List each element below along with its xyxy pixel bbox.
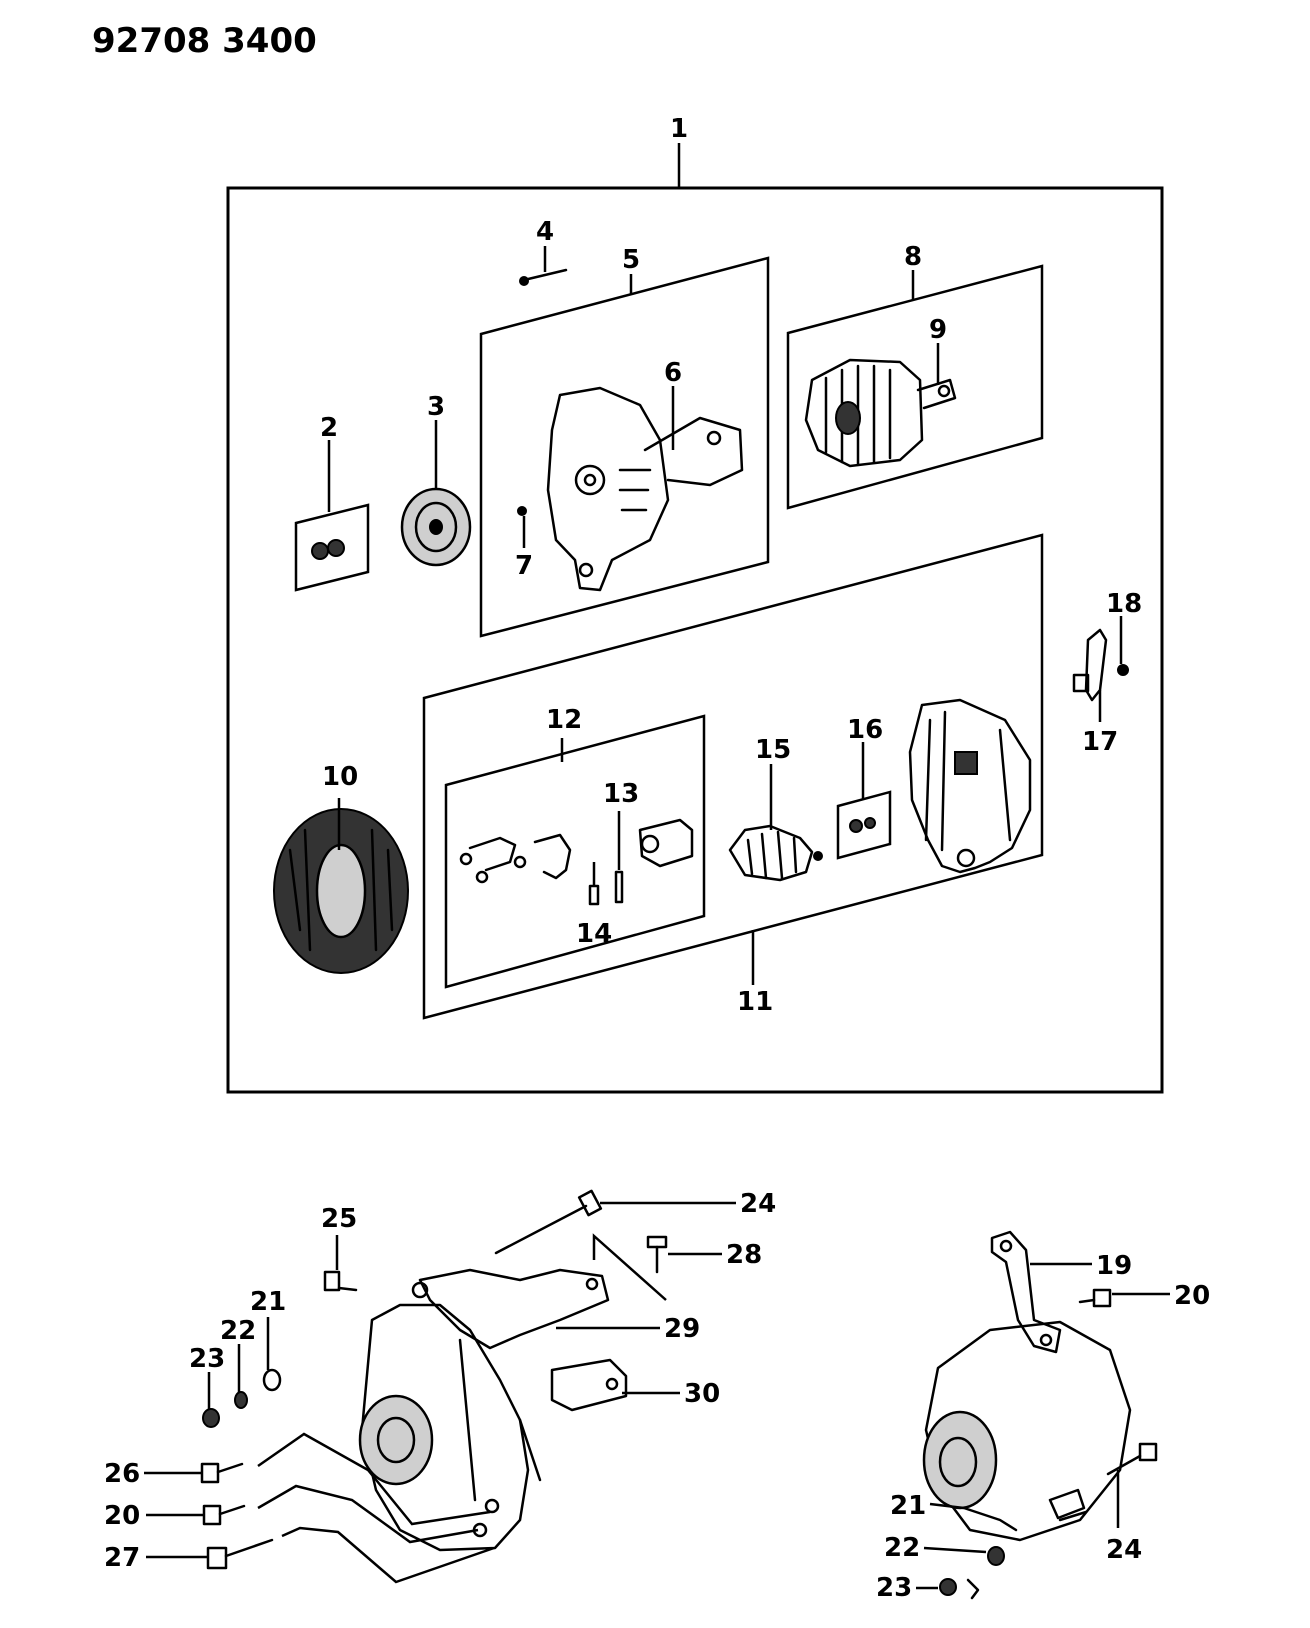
callout-15[interactable]: 15 xyxy=(755,735,791,765)
callout-21a[interactable]: 21 xyxy=(250,1287,286,1317)
callout-24a[interactable]: 24 xyxy=(740,1189,776,1219)
rectifier-part-15 xyxy=(728,824,823,882)
nut-part-2 xyxy=(311,539,345,560)
callout-13[interactable]: 13 xyxy=(603,779,639,809)
callout-10[interactable]: 10 xyxy=(322,762,358,792)
pulley-part-3 xyxy=(400,487,472,567)
callout-5[interactable]: 5 xyxy=(622,245,640,275)
callout-27[interactable]: 27 xyxy=(104,1543,140,1573)
washer-part-21b xyxy=(962,1506,1018,1532)
callout-19[interactable]: 19 xyxy=(1096,1251,1132,1281)
nut-part-23b xyxy=(939,1578,980,1600)
bolt-part-27 xyxy=(206,1538,274,1570)
callout-17[interactable]: 17 xyxy=(1082,727,1118,757)
callout-1[interactable]: 1 xyxy=(670,114,688,144)
document-id: 92708 3400 xyxy=(92,21,317,61)
callout-6[interactable]: 6 xyxy=(664,358,682,388)
panel-11 xyxy=(422,533,1044,1020)
callout-22a[interactable]: 22 xyxy=(220,1316,256,1346)
bolt-part-24a xyxy=(494,1189,603,1255)
route-20a xyxy=(257,1484,479,1544)
callout-8[interactable]: 8 xyxy=(904,242,922,272)
stator-part-10 xyxy=(273,808,409,974)
front-bracket-part-6 xyxy=(546,386,744,592)
callout-21b[interactable]: 21 xyxy=(890,1491,926,1521)
brush-holder-parts-12 xyxy=(459,818,694,884)
callout-18[interactable]: 18 xyxy=(1106,589,1142,619)
leader-22b xyxy=(923,1546,987,1554)
panel-16 xyxy=(836,790,892,860)
route-27 xyxy=(281,1526,495,1584)
callout-11[interactable]: 11 xyxy=(737,987,773,1017)
panel-12 xyxy=(444,714,706,989)
washer-part-22b xyxy=(987,1546,1005,1566)
callout-25[interactable]: 25 xyxy=(321,1204,357,1234)
spring-part-14 xyxy=(588,884,600,906)
terminal-part-17 xyxy=(1072,628,1108,702)
rotor-part-9 xyxy=(804,358,957,468)
callout-4[interactable]: 4 xyxy=(536,217,554,247)
callout-16[interactable]: 16 xyxy=(847,715,883,745)
callout-24b[interactable]: 24 xyxy=(1106,1535,1142,1565)
bracket-part-19 xyxy=(990,1230,1062,1354)
callout-28[interactable]: 28 xyxy=(726,1240,762,1270)
callout-12[interactable]: 12 xyxy=(546,705,582,735)
bolt-part-28 xyxy=(646,1235,668,1274)
screw-part-7 xyxy=(517,506,527,516)
panel-2 xyxy=(294,503,370,592)
alternator-right xyxy=(922,1320,1132,1542)
bolt-part-4 xyxy=(519,268,568,286)
panel-8 xyxy=(786,264,1044,510)
nut-part-23a xyxy=(202,1408,220,1428)
brush-part-13 xyxy=(614,870,624,904)
bolt-part-24b xyxy=(1106,1442,1158,1476)
route-26 xyxy=(257,1432,491,1526)
nut-part-16 xyxy=(849,817,876,833)
callout-30[interactable]: 30 xyxy=(684,1379,720,1409)
callout-14[interactable]: 14 xyxy=(576,919,612,949)
callout-2[interactable]: 2 xyxy=(320,413,338,443)
callout-22b[interactable]: 22 xyxy=(884,1533,920,1563)
rear-bracket xyxy=(908,698,1032,874)
callout-9[interactable]: 9 xyxy=(929,315,947,345)
nut-part-18 xyxy=(1117,664,1129,676)
washer-part-21a xyxy=(262,1368,282,1392)
callout-20a[interactable]: 20 xyxy=(104,1501,140,1531)
bolt-part-26 xyxy=(200,1462,244,1484)
alternator-left xyxy=(358,1268,628,1552)
bolt-part-20a xyxy=(202,1504,246,1526)
callout-26[interactable]: 26 xyxy=(104,1459,140,1489)
panel-5 xyxy=(479,256,770,638)
callout-7[interactable]: 7 xyxy=(515,551,533,581)
callout-3[interactable]: 3 xyxy=(427,392,445,422)
callout-23b[interactable]: 23 xyxy=(876,1573,912,1603)
bolt-part-25 xyxy=(323,1270,358,1292)
callout-23a[interactable]: 23 xyxy=(189,1344,225,1374)
leader-28-group xyxy=(592,1233,667,1301)
assembly-frame xyxy=(226,186,1164,1094)
washer-part-22a xyxy=(234,1391,248,1409)
leader-21b xyxy=(929,1502,965,1510)
callout-29[interactable]: 29 xyxy=(664,1314,700,1344)
callout-20b[interactable]: 20 xyxy=(1174,1281,1210,1311)
bolt-part-20b xyxy=(1078,1288,1112,1308)
